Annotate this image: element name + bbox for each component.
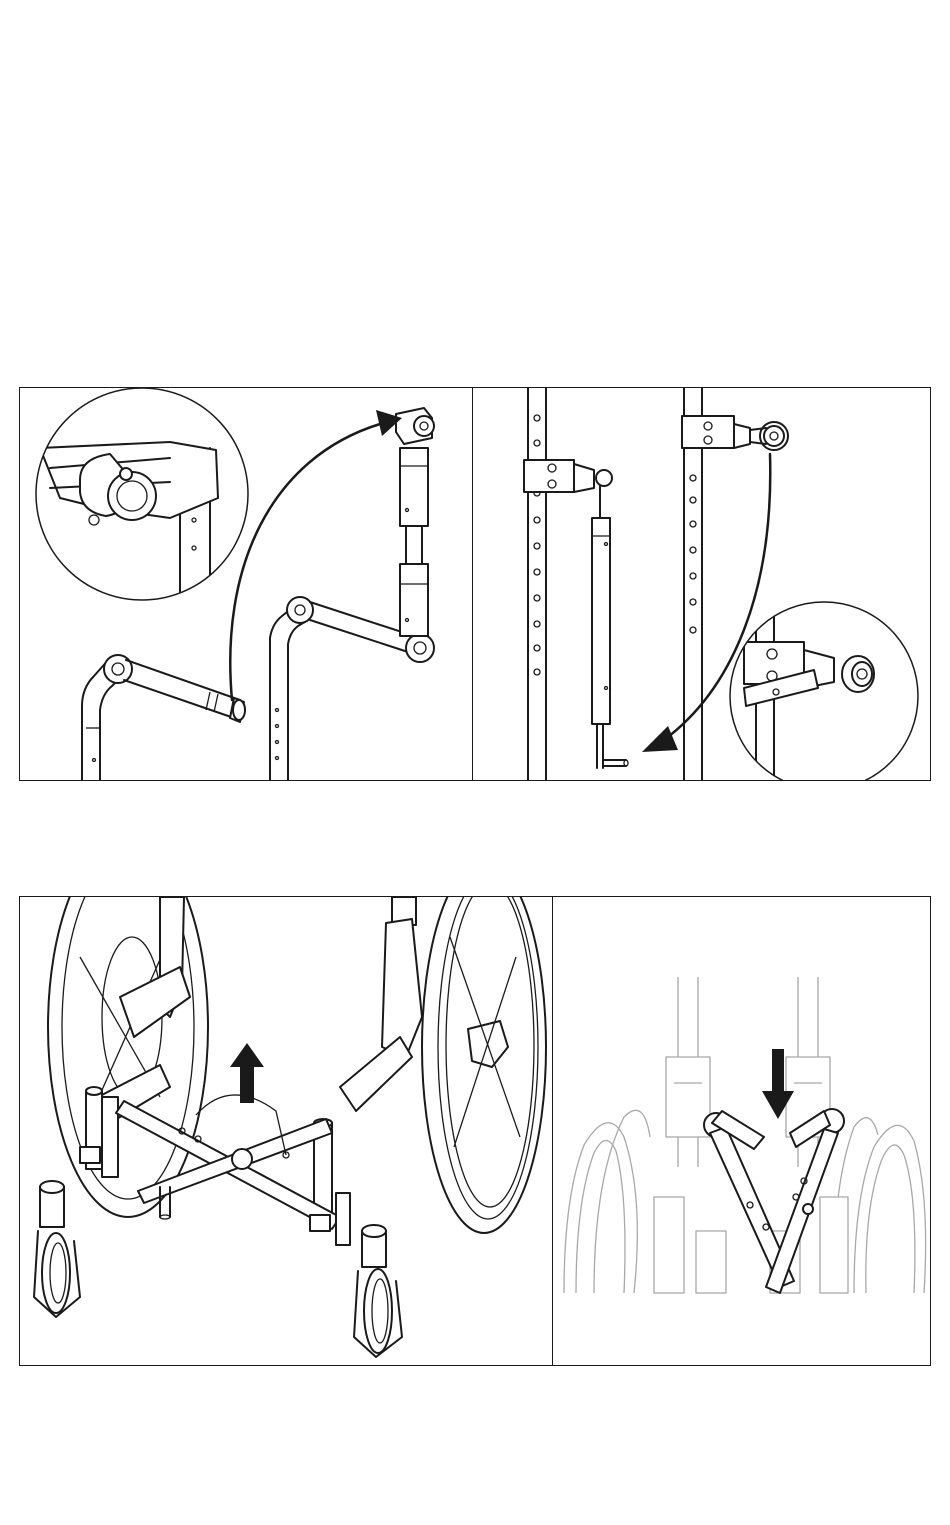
arrow-lift-up <box>230 1043 264 1103</box>
clamp-and-stabilizer <box>524 460 628 768</box>
rear-wheel-left <box>48 897 208 1217</box>
frame-post-left <box>528 388 546 780</box>
panel-divider <box>472 388 473 780</box>
panel-push-cross-brace <box>554 897 932 1365</box>
caster-left <box>34 1181 80 1317</box>
detail-callout-knob <box>714 588 932 780</box>
panel-divider <box>552 897 553 1365</box>
panel-stabilizer-mount <box>474 388 932 780</box>
rear-wheel-right <box>422 897 546 1233</box>
caster-right <box>354 1225 402 1357</box>
detail-callout-clamp <box>20 388 260 608</box>
clamp-with-knob <box>682 416 788 450</box>
frame-post-left <box>82 655 132 780</box>
panel-stabilizer-attach <box>20 388 472 780</box>
panel-lift-cross-brace <box>20 897 552 1365</box>
frame-post-right <box>270 597 313 780</box>
stabilizer-tube-lower <box>124 660 245 722</box>
arrow-swing-up <box>230 410 402 700</box>
side-frame-right <box>314 897 422 1215</box>
stabilizer-arm <box>310 408 434 662</box>
figure-row-2 <box>19 896 931 1366</box>
figure-row-1 <box>19 387 931 781</box>
